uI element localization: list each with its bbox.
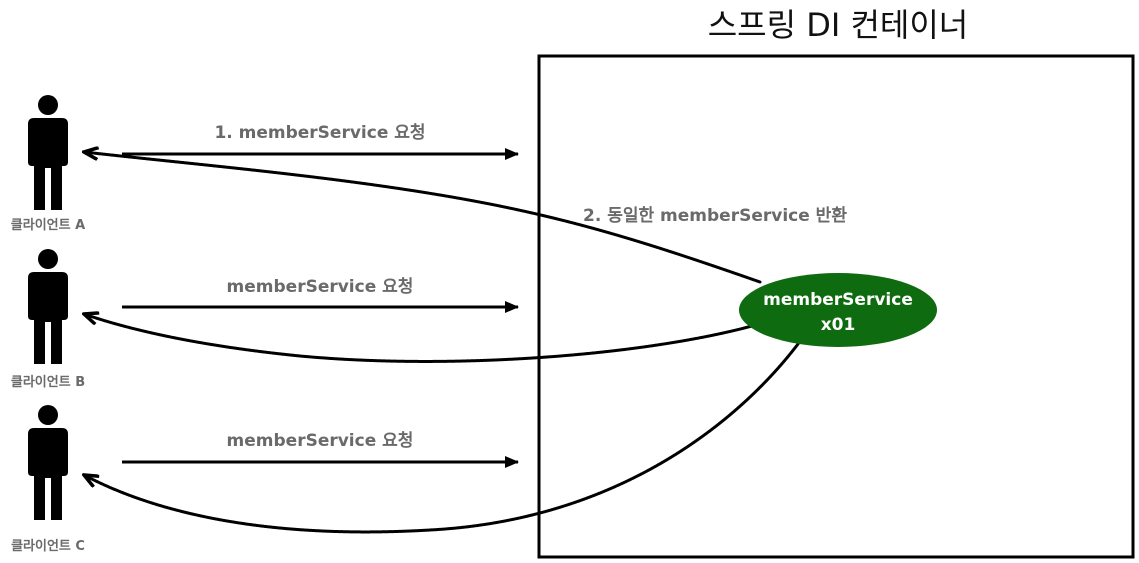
client-b-person-icon	[28, 249, 68, 364]
request-label-b: memberService 요청	[227, 276, 414, 297]
client-b-label: 클라이언트 B	[11, 374, 85, 390]
member-service-node	[739, 273, 937, 347]
return-arrow-c	[84, 342, 800, 534]
client-c-label: 클라이언트 C	[11, 538, 85, 554]
member-service-instance-id: x01	[821, 315, 856, 335]
return-arrow-a	[84, 152, 762, 284]
return-arrow-b	[84, 314, 754, 363]
client-a-label: 클라이언트 A	[11, 217, 85, 233]
return-label: 2. 동일한 memberService 반환	[583, 206, 847, 226]
member-service-name: memberService	[763, 290, 913, 310]
client-a-person-icon	[28, 95, 68, 210]
client-c-person-icon	[28, 405, 68, 520]
request-label-c: memberService 요청	[227, 430, 414, 451]
di-container-box	[537, 54, 1135, 559]
request-label-a: 1. memberService 요청	[214, 122, 425, 143]
container-title: 스프링 DI 컨테이너	[708, 6, 969, 44]
